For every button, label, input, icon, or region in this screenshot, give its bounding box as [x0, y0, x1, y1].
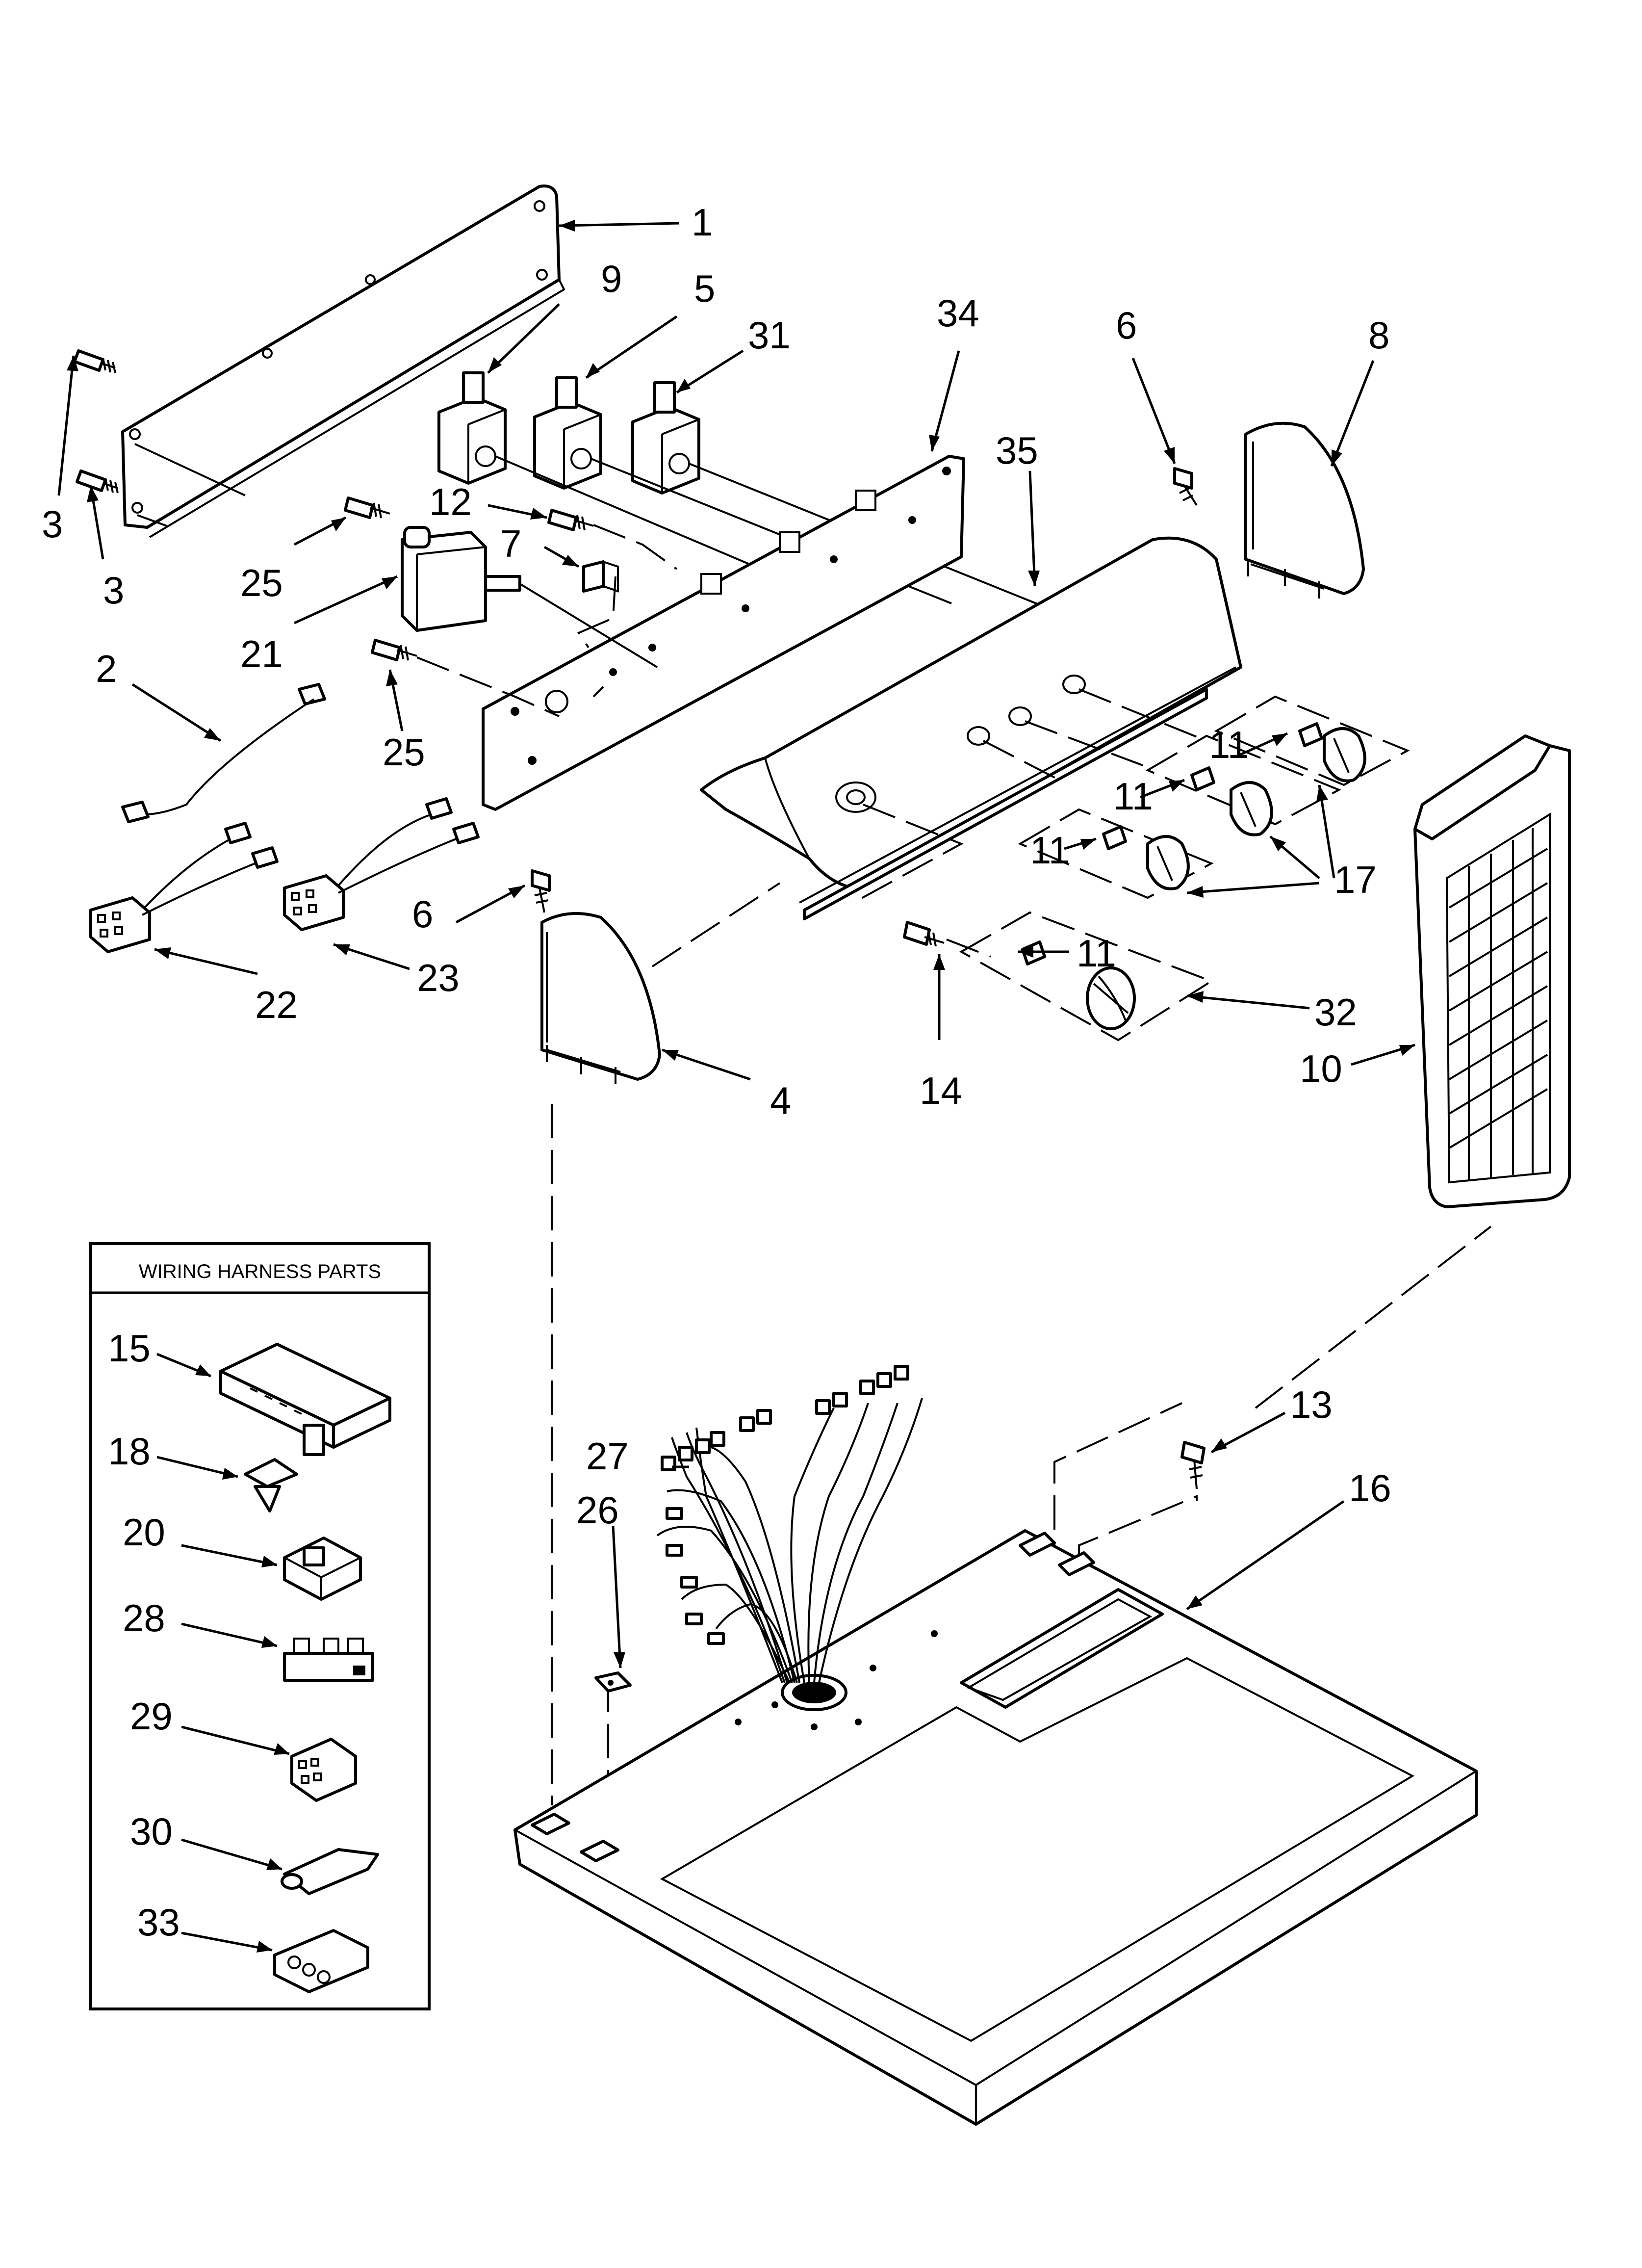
callout-14: 14 [920, 1069, 962, 1112]
part-23-harness [283, 797, 480, 931]
callout-labels: 1 9 5 31 34 6 8 3 3 25 12 7 21 35 2 25 1… [42, 201, 1391, 1532]
callout-6-lower: 6 [412, 892, 433, 936]
callout-30: 30 [130, 1810, 173, 1853]
part-4-end-cap-left [540, 912, 661, 1084]
callout-27: 27 [586, 1434, 629, 1478]
callout-34: 34 [937, 291, 979, 335]
part-26-clip [594, 1671, 632, 1693]
part-28-connector [283, 1638, 374, 1682]
callout-3-upper: 3 [42, 502, 63, 546]
part-33-plug [273, 1929, 369, 1993]
knob-group-17-lower [1018, 808, 1214, 899]
callout-20: 20 [123, 1511, 165, 1554]
callout-17: 17 [1334, 858, 1377, 901]
wiring-box-title: WIRING HARNESS PARTS [139, 1261, 381, 1282]
knob-group-17-middle [1145, 734, 1341, 836]
part-8-end-cap-right [1244, 421, 1365, 599]
part-30-terminal [281, 1848, 379, 1895]
callout-10: 10 [1300, 1047, 1342, 1090]
callout-3-lower: 3 [103, 569, 124, 612]
part-6-screw-lower [531, 869, 551, 913]
callout-4: 4 [770, 1079, 791, 1122]
callout-25-lower: 25 [383, 730, 425, 774]
wiring-harness-parts-box: WIRING HARNESS PARTS [89, 1242, 431, 2010]
callout-11-b: 11 [1113, 775, 1153, 818]
part-3-screws [73, 349, 119, 494]
callout-32: 32 [1314, 991, 1357, 1034]
part-1-rear-panel [121, 184, 565, 538]
part-21-timer [401, 526, 658, 668]
part-10-lint-screen [1413, 734, 1571, 1208]
part-16-top-panel [513, 1529, 1478, 2126]
part-27-main-harness [656, 1365, 923, 1683]
callout-6-upper: 6 [1116, 304, 1137, 347]
part-13-screw [1180, 1441, 1206, 1489]
part-20-connector [283, 1537, 362, 1601]
callout-8: 8 [1368, 313, 1389, 357]
part-34-control-bracket [482, 455, 965, 811]
callout-1: 1 [692, 201, 713, 244]
part-14-screw [903, 921, 991, 958]
knob-dash-links [853, 688, 1207, 904]
callout-31: 31 [748, 313, 791, 357]
callout-28: 28 [123, 1596, 165, 1640]
leader-lines [57, 220, 1415, 1668]
callout-23: 23 [417, 956, 460, 999]
callout-21: 21 [240, 632, 283, 676]
part-31-switch [631, 381, 700, 495]
knob-group-17-upper [1214, 695, 1410, 786]
callout-25-upper: 25 [240, 561, 283, 604]
callout-35: 35 [996, 429, 1038, 472]
callout-15: 15 [108, 1327, 151, 1370]
callout-16: 16 [1349, 1466, 1391, 1510]
callout-12: 12 [429, 480, 472, 523]
callout-11-d: 11 [1077, 932, 1116, 975]
part-22-harness [89, 822, 279, 953]
part-15-connector-block [219, 1343, 391, 1456]
callout-26: 26 [576, 1488, 619, 1532]
part-5-switch [533, 376, 602, 490]
part-25-screws [344, 496, 560, 717]
wiring-box-leaders [156, 1353, 290, 1953]
part-2-wire [121, 683, 326, 823]
callout-2: 2 [96, 647, 117, 690]
part-6-screw-upper [1173, 467, 1198, 506]
callout-11-a: 11 [1209, 723, 1249, 766]
part-18-clip [244, 1458, 298, 1512]
callout-5: 5 [694, 267, 715, 310]
knob-group-32 [959, 911, 1214, 1042]
callout-7: 7 [500, 522, 521, 565]
callout-11-c: 11 [1030, 829, 1070, 872]
callout-29: 29 [130, 1694, 173, 1738]
callout-13: 13 [1290, 1383, 1333, 1426]
part-12-screw [547, 509, 678, 570]
part-7-clip [577, 560, 619, 649]
part-29-connector [290, 1738, 357, 1802]
callout-22: 22 [255, 983, 298, 1026]
callout-9: 9 [601, 257, 622, 300]
part-9-switch [437, 371, 507, 485]
callout-18: 18 [108, 1430, 151, 1473]
callout-33: 33 [137, 1901, 180, 1944]
